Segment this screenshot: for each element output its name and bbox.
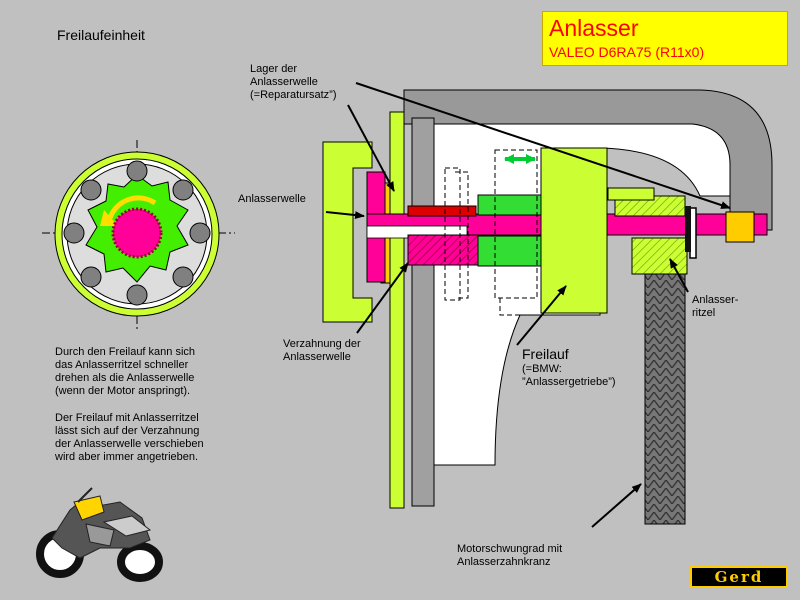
motorcycle-icon: [36, 487, 163, 582]
freewheel-rollers: [63, 160, 211, 306]
starter-cross-section: [322, 89, 773, 525]
shaft-spline: [407, 234, 487, 266]
freewheel-section-view: [42, 140, 235, 330]
shaft-label: Anlasserwelle: [238, 193, 306, 205]
page-title: Anlasser: [549, 15, 639, 41]
model-subtitle: VALEO D6RA75 (R11x0): [549, 44, 705, 60]
freewheel-label: Freilauf (=BMW: ”Anlassergetriebe”): [522, 346, 616, 388]
rotation-direction-icon: [107, 195, 157, 219]
logo-text: Gerd: [714, 568, 764, 586]
description-paragraph-2: Der Freilauf mit Anlasserritzel lässt si…: [55, 412, 204, 463]
gerd-logo: Gerd: [690, 566, 788, 588]
description-paragraph-1: Durch den Freilauf kann sich das Anlasse…: [55, 346, 196, 397]
flywheel-label: Motorschwungrad mit Anlasserzahnkranz: [457, 543, 563, 568]
section-heading: Freilaufeinheit: [57, 27, 145, 43]
pinion-label: Anlasser- ritzel: [692, 294, 739, 319]
end-plate: [389, 111, 405, 509]
starter-pinion: [631, 237, 688, 275]
pinion-housing: [322, 141, 373, 323]
freewheel-body: [540, 147, 608, 314]
leader-lines: [325, 82, 731, 528]
spline-label: Verzahnung der Anlasserwelle: [283, 338, 361, 363]
bearing-label: Lager der Anlasserwelle (=Reparatursatz”…: [250, 63, 337, 101]
title-box: Anlasser VALEO D6RA75 (R11x0): [542, 11, 788, 66]
flywheel-ring-gear: [644, 271, 686, 525]
